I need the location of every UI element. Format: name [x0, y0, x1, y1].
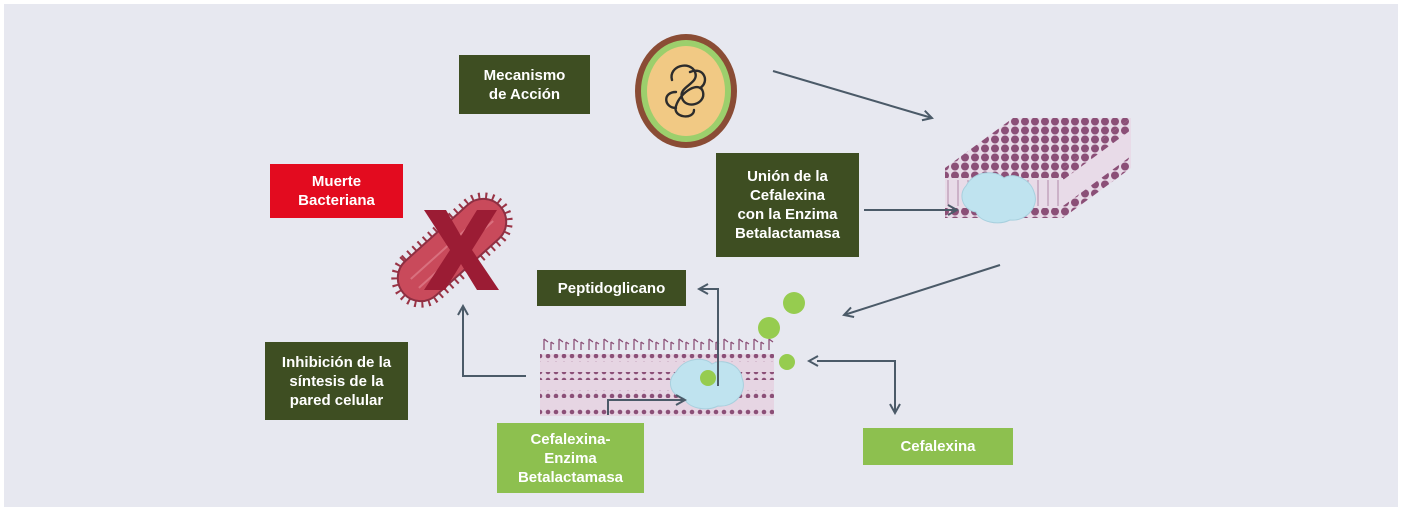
label-inhibition: Inhibición de la síntesis de la pared ce…: [265, 342, 408, 420]
enzyme-icon: [961, 172, 1036, 224]
label-mechanism: Mecanismo de Acción: [459, 55, 590, 114]
label-cefalexin: Cefalexina: [863, 428, 1013, 465]
cefalexin-molecule-icon: [700, 292, 805, 386]
cell-wall-icon: [540, 338, 774, 416]
label-complex: Cefalexina- Enzima Betalactamasa: [497, 423, 644, 493]
bacterial-cell-icon: [635, 34, 737, 148]
label-bacterial-death: Muerte Bacteriana: [270, 164, 403, 218]
label-binding: Unión de la Cefalexina con la Enzima Bet…: [716, 153, 859, 257]
dead-bacterium-icon: [391, 192, 513, 308]
label-peptidoglycan: Peptidoglicano: [537, 270, 686, 306]
flow-arrows: [463, 70, 1001, 415]
